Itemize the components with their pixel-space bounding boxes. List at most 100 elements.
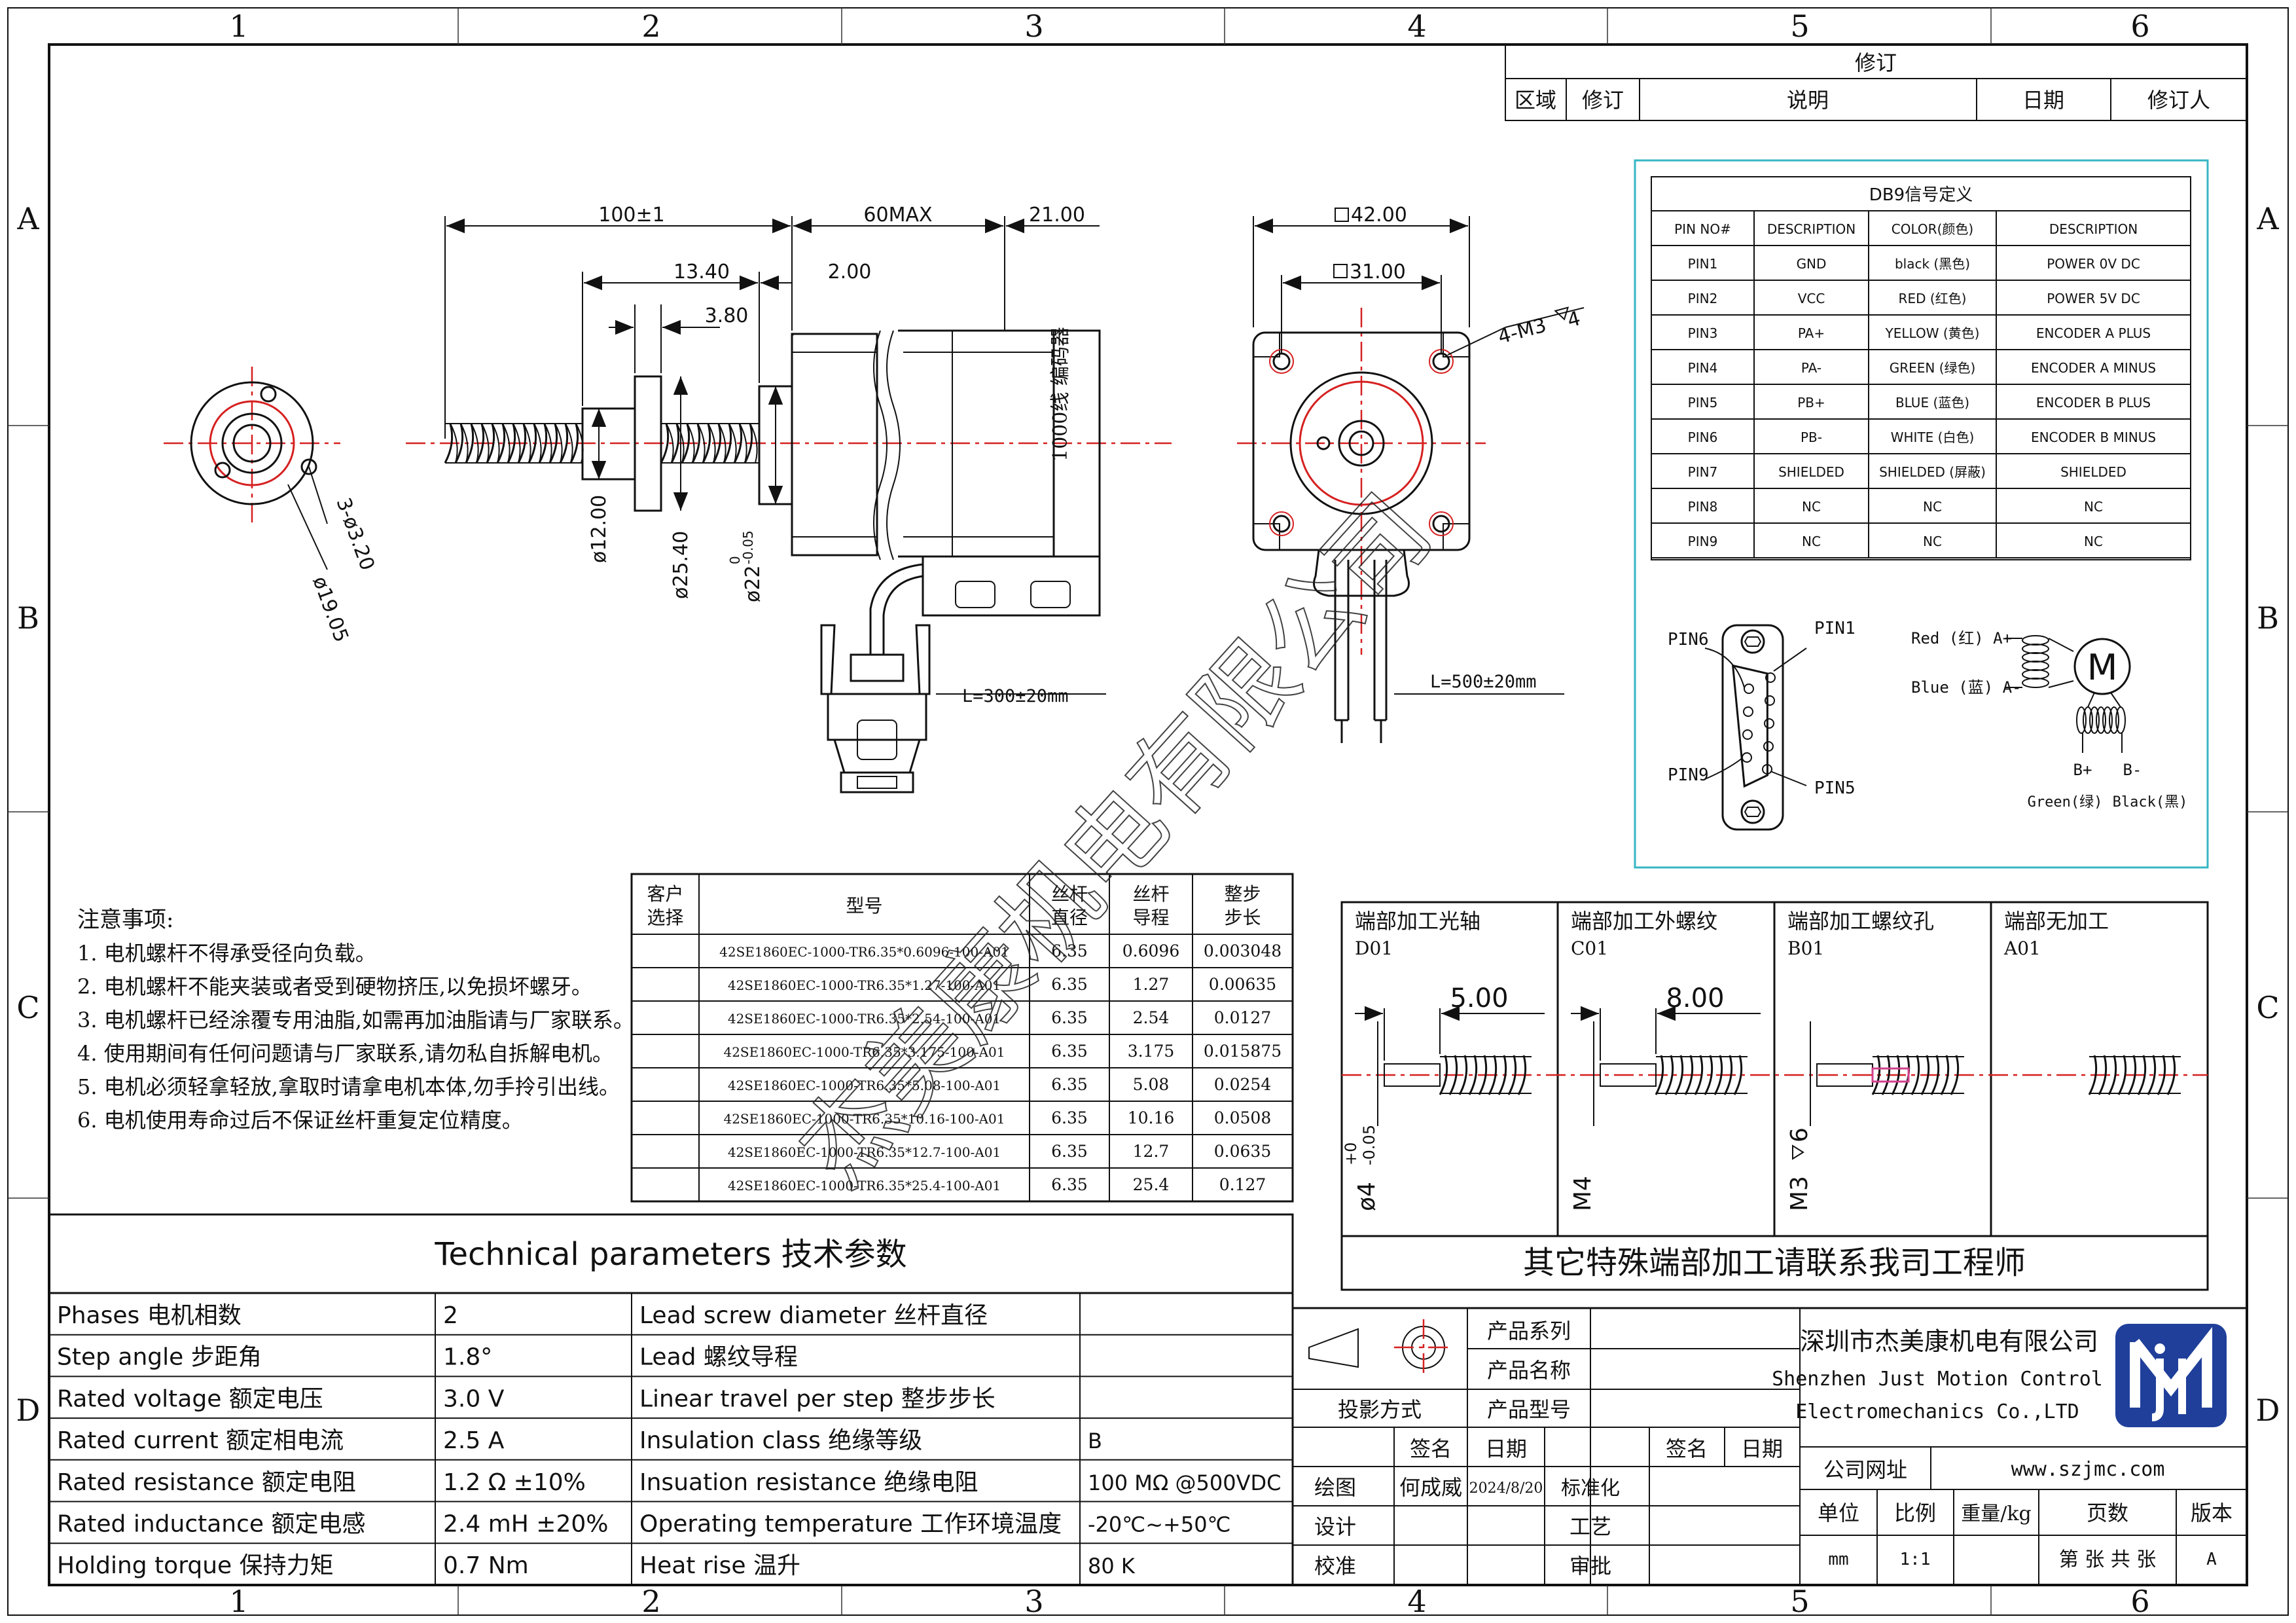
dim-flange-thk: 3.80 [705, 304, 749, 327]
model-cell: 42SE1860EC-1000-TR6.35*0.6096-100-A01 [719, 944, 1009, 960]
tb-website: www.szjmc.com [2011, 1458, 2165, 1481]
tb-version: A [2206, 1550, 2217, 1569]
model-header: 选择 [647, 907, 683, 928]
frame-col-label: 6 [2130, 9, 2149, 44]
nut-pcd: ø19.05 [308, 574, 353, 646]
db9-cell: PIN1 [1688, 256, 1718, 272]
db9-cell: PA- [1801, 360, 1821, 376]
tb-weight-label: 重量/kg [1961, 1503, 2032, 1525]
model-select-cell[interactable] [634, 936, 697, 966]
db9-cell: ENCODER A PLUS [2036, 325, 2151, 341]
tech-cell: 2.4 mH ±20% [443, 1511, 608, 1538]
nut-end-view: ø19.05 3-ø3.20 [164, 367, 379, 646]
db9-title: DB9信号定义 [1869, 185, 1973, 205]
end-machining-panel: 端部加工光轴D015.00ø4+0-0.05端部加工外螺纹C018.00M4端部… [1340, 901, 2209, 1291]
revision-header-reviser: 修订人 [2147, 88, 2210, 113]
winding-blue: Blue (蓝) A- [1911, 678, 2022, 697]
db9-cell: NC [2084, 534, 2103, 549]
coil-b-icon [2076, 692, 2126, 734]
tech-cell: 1.2 Ω ±10% [443, 1469, 586, 1496]
frame-row-label: B [17, 600, 39, 636]
title-block: 产品系列 产品名称 产品型号 投影方式 签名 日期 签名 日期 绘图 何成威 2… [1291, 1307, 2248, 1586]
tb-check: 校准 [1314, 1554, 1356, 1578]
dim-flange-dia: ø25.40 [670, 531, 692, 599]
db9-cell: PA+ [1798, 325, 1825, 341]
frame-col-label: 5 [1790, 9, 1809, 44]
tb-series: 产品系列 [1487, 1319, 1571, 1343]
end-option-title: 端部加工螺纹孔 [1787, 909, 1934, 934]
db9-cell: PIN5 [1688, 395, 1718, 410]
frame-col-label: 1 [229, 9, 248, 44]
model-cell: 3.175 [1128, 1042, 1175, 1061]
db9-cell: PIN7 [1688, 464, 1718, 480]
tech-cell: Insulation class 绝缘等级 [639, 1427, 922, 1454]
tech-cell: Heat rise 温升 [639, 1552, 800, 1579]
db9-cell: RED (红色) [1899, 291, 1967, 306]
tb-company-en1: Shenzhen Just Motion Control [1772, 1368, 2103, 1391]
lead-screw-left [444, 423, 584, 464]
lead-screw-right [660, 423, 759, 464]
db9-cell: SHIELDED [2060, 464, 2126, 480]
model-cell: 42SE1860EC-1000-TR6.35*1.27-100-A01 [728, 977, 1001, 993]
tb-model: 产品型号 [1487, 1397, 1571, 1422]
tb-projection: 投影方式 [1338, 1397, 1422, 1422]
db9-cell: POWER 5V DC [2047, 291, 2140, 306]
db9-cell: GND [1797, 256, 1827, 272]
model-select-cell[interactable] [634, 1170, 697, 1199]
frame-col-label: 1 [229, 1584, 248, 1619]
model-header: 丝杆 [1132, 883, 1169, 905]
model-cell: 42SE1860EC-1000-TR6.35*5.08-100-A01 [728, 1078, 1001, 1093]
end-option-tol-low: -0.05 [1360, 1125, 1378, 1165]
frame-col-label: 2 [641, 9, 660, 44]
tech-cell: Holding torque 保持力矩 [57, 1552, 334, 1579]
tb-scale-label: 比例 [1894, 1501, 1936, 1525]
frame-row-label: A [2256, 201, 2279, 236]
tb-sign-label-2: 签名 [1666, 1436, 1708, 1461]
tech-cell: -20℃~+50℃ [1088, 1512, 1230, 1537]
end-options: 端部加工光轴D015.00ø4+0-0.05端部加工外螺纹C018.00M4端部… [1342, 909, 2181, 1211]
model-select-cell[interactable] [634, 1103, 697, 1133]
end-option-title: 端部加工光轴 [1355, 909, 1480, 934]
winding-green: Green(绿) [2028, 794, 2103, 811]
model-cell: 0.0508 [1214, 1108, 1271, 1127]
model-select-cell[interactable] [634, 1137, 697, 1166]
tb-company-en2: Electromechanics Co.,LTD [1795, 1400, 2079, 1423]
db9-cell: SHIELDED [1778, 464, 1844, 480]
revision-header-zone: 区域 [1515, 88, 1556, 113]
tb-process: 工艺 [1570, 1514, 1611, 1539]
model-select-cell[interactable] [634, 1036, 697, 1066]
model-header: 客户 [647, 883, 683, 905]
model-select-cell[interactable] [634, 1003, 697, 1032]
db9-header: COLOR(颜色) [1892, 221, 1973, 237]
db9-cell: WHITE (白色) [1891, 429, 1975, 445]
motor-winding-diagram: Red (红) A+ Blue (蓝) A- M B+ B- Green(绿) … [1911, 629, 2187, 811]
dim-overall: 100±1 [598, 204, 664, 227]
frame-col-label: 5 [1790, 1584, 1809, 1619]
tech-cell: Lead 螺纹导程 [639, 1344, 798, 1371]
company-logo-icon [2115, 1324, 2227, 1427]
projection-symbol-icon [1308, 1319, 1453, 1375]
db9-connector: PIN6 PIN1 PIN9 PIN5 [1668, 619, 1856, 831]
tech-cell: 2 [443, 1302, 458, 1329]
db9-cell: NC [1923, 499, 1942, 515]
notes-title: 注意事项: [77, 907, 174, 933]
db9-cell: PIN3 [1688, 325, 1718, 341]
frame-row-label: D [16, 1393, 41, 1428]
model-select-cell[interactable] [634, 970, 697, 999]
model-select-cell[interactable] [634, 1070, 697, 1099]
db9-cell: ENCODER B PLUS [2036, 395, 2151, 410]
side-cable-length: L=300±20mm [962, 686, 1069, 706]
dim-nut-offset: 13.40 [673, 261, 730, 283]
model-cell: 6.35 [1051, 1008, 1088, 1027]
dim-boss-tol-up: 0 [727, 556, 743, 564]
tech-cell: 3.0 V [443, 1385, 505, 1412]
dim-boss-dia: ø22 [742, 565, 764, 602]
db9-cell: PIN2 [1688, 291, 1718, 306]
end-option-side: ø4 [1354, 1182, 1380, 1211]
model-cell: 0.127 [1219, 1175, 1266, 1194]
winding-bminus: B- [2123, 761, 2142, 779]
end-option-tol-up: +0 [1342, 1142, 1360, 1165]
